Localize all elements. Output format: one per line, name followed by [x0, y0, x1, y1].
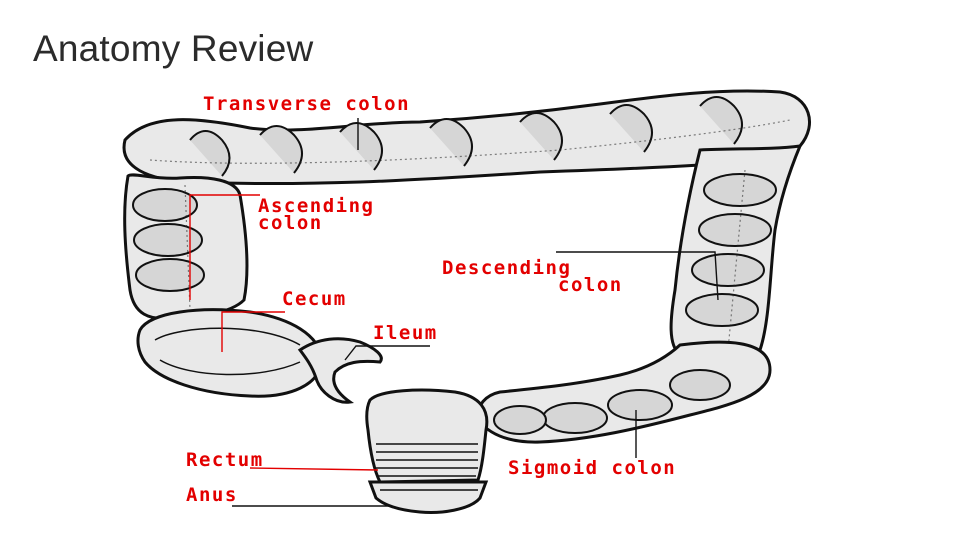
- anus-label: Anus: [186, 484, 238, 506]
- sigmoid-colon-shape: [476, 340, 772, 444]
- rectum-shape: [365, 388, 489, 484]
- descending-colon-shape: [669, 144, 803, 361]
- rectum-label: Rectum: [186, 449, 264, 471]
- ascending-colon-leader: [189, 194, 260, 300]
- ascending-colon-shape: [123, 173, 249, 320]
- ascending-colon-label-line1: Ascending: [258, 195, 374, 217]
- ileum-leader: [344, 345, 430, 361]
- cecum-label: Cecum: [282, 288, 347, 310]
- descending-colon-label-line1: Descending: [442, 257, 571, 279]
- sigmoid-colon-label: Sigmoid colon: [508, 457, 676, 479]
- transverse-colon-label: Transverse colon: [203, 93, 410, 115]
- transverse-colon-shape: [122, 89, 811, 185]
- ileum-shape: [297, 337, 383, 404]
- cecum-shape: [136, 308, 324, 398]
- anus-shape: [367, 480, 489, 514]
- descending-colon-label-line2: colon: [558, 274, 623, 296]
- cecum-leader: [221, 311, 285, 352]
- ascending-colon-label-line2: colon: [258, 212, 323, 234]
- rectum-leader: [249, 467, 379, 471]
- descending-colon-leader: [556, 251, 719, 301]
- ileum-label: Ileum: [373, 322, 438, 344]
- slide-title: Anatomy Review: [33, 28, 314, 69]
